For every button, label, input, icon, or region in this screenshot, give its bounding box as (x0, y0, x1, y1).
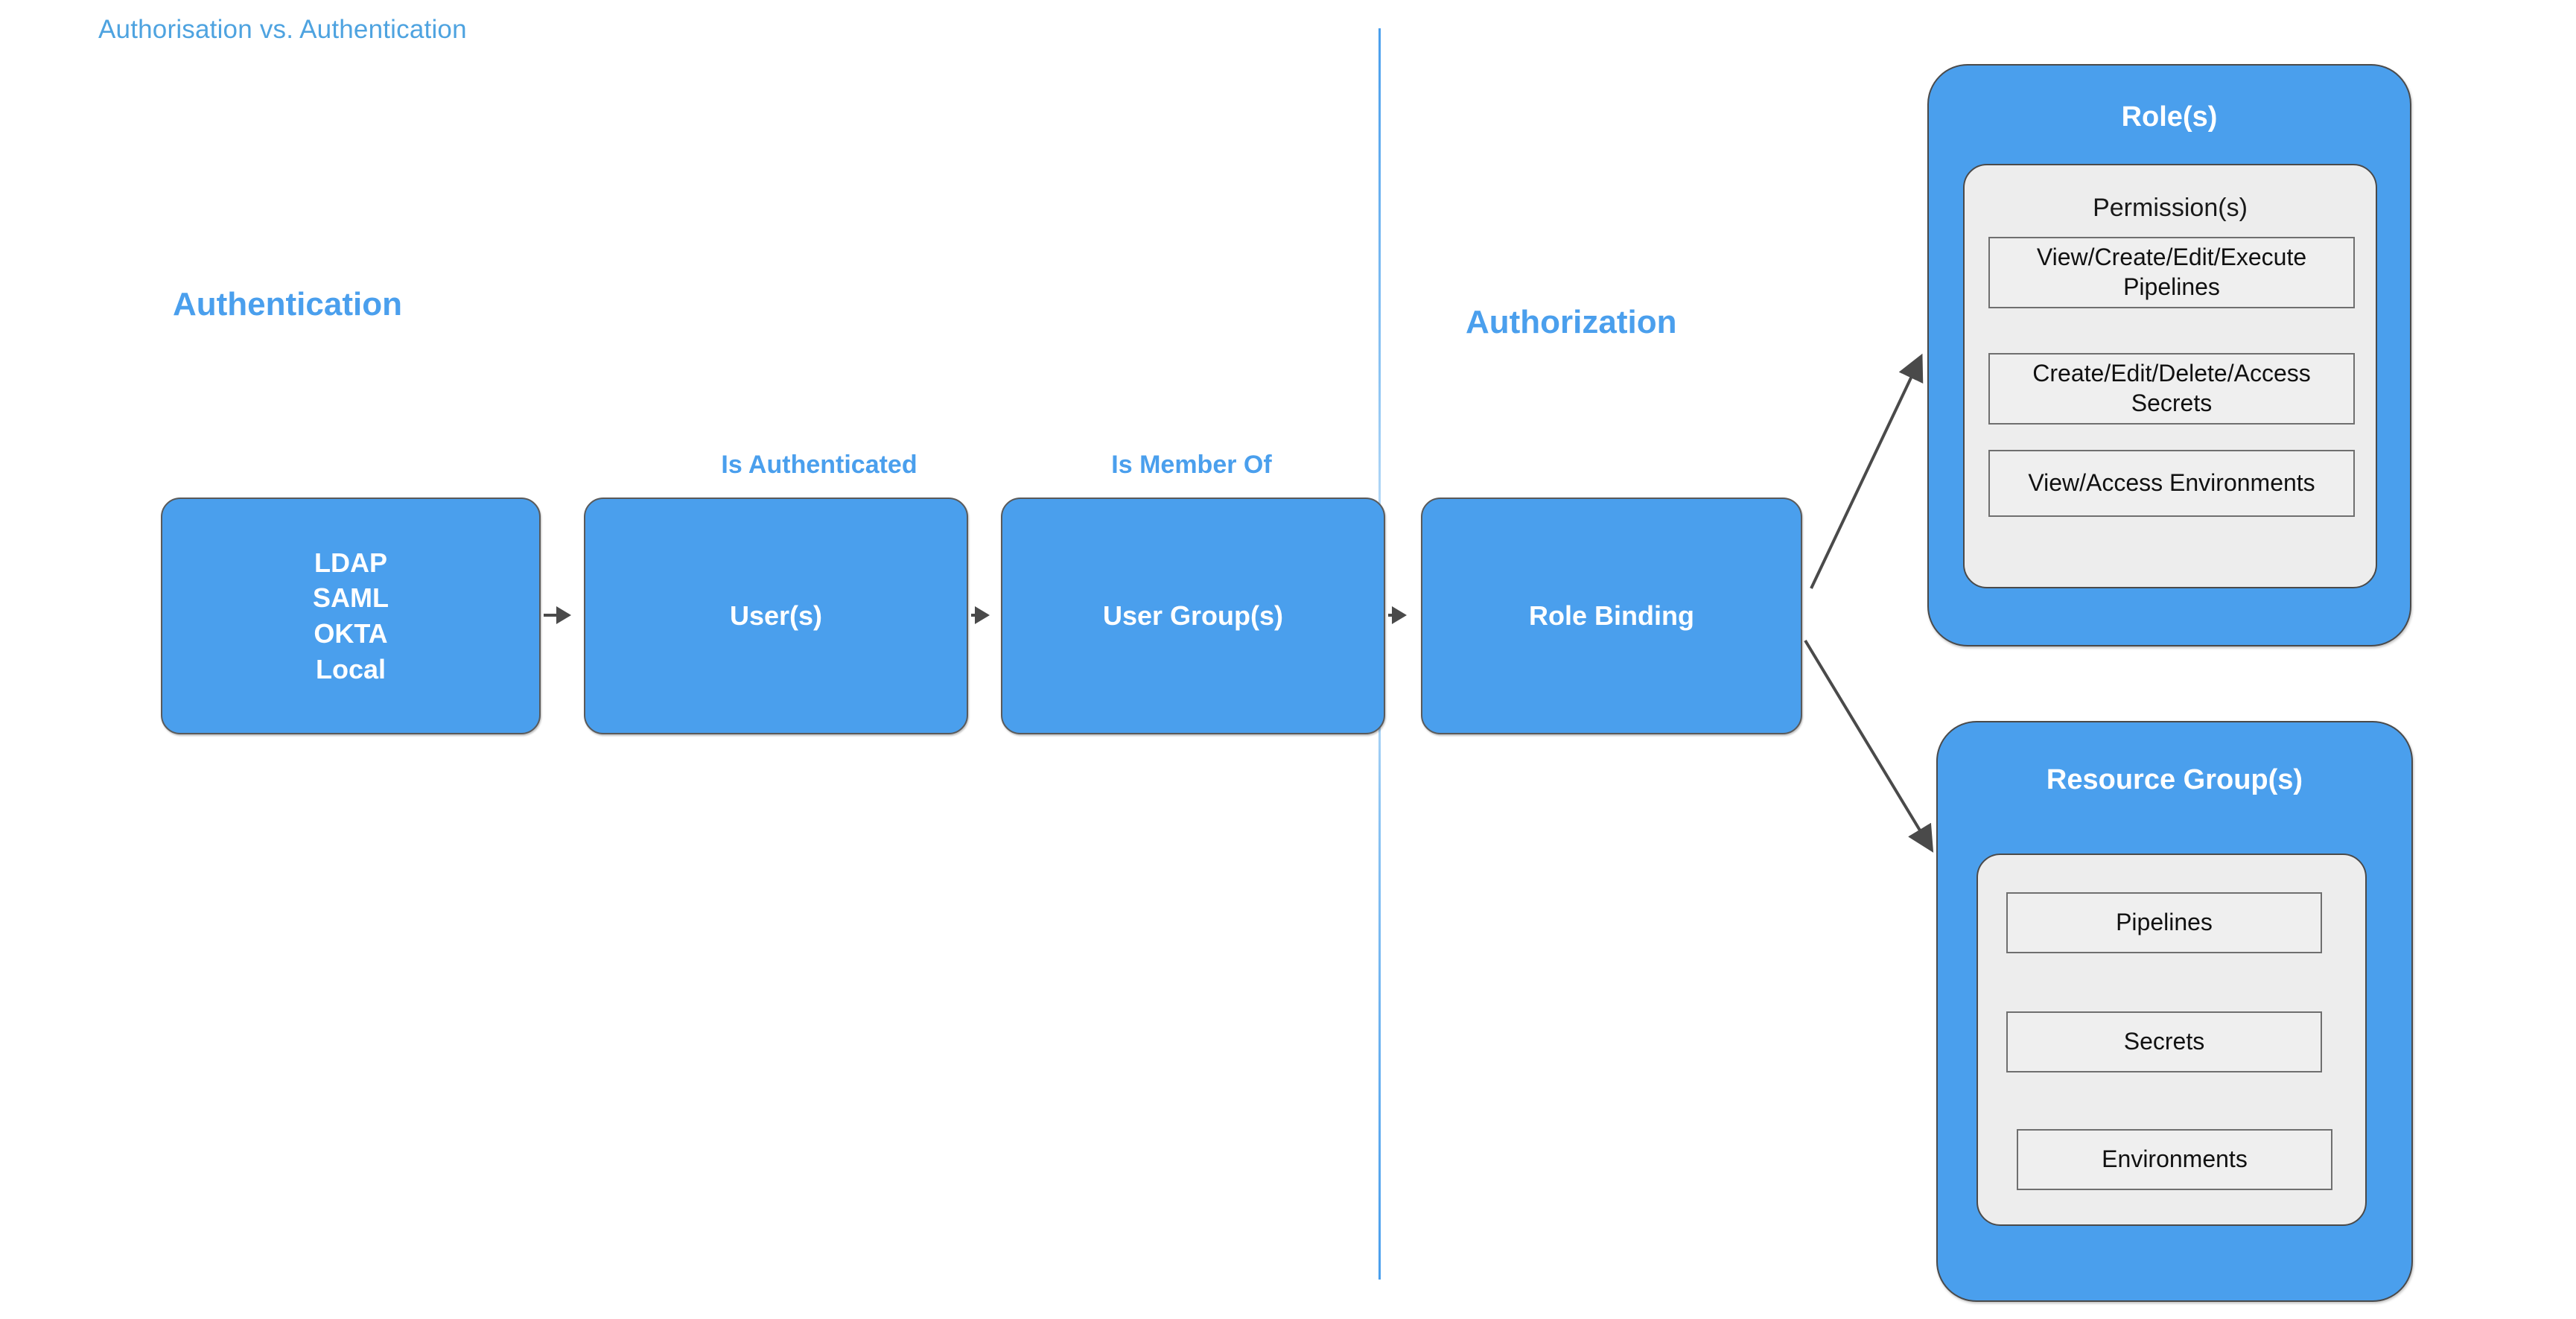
node-user-groups[interactable]: User Group(s) (1001, 498, 1385, 734)
edge-label-is-authenticated: Is Authenticated (721, 451, 917, 479)
identity-source-local: Local (315, 653, 387, 684)
permission-item[interactable]: View/Create/Edit/Execute Pipelines (1988, 237, 2355, 308)
resource-item[interactable]: Environments (2017, 1129, 2332, 1190)
resource-item[interactable]: Pipelines (2006, 892, 2322, 953)
node-users-label: User(s) (729, 600, 823, 631)
arrow-sources-to-users (544, 606, 571, 624)
page-title: Authorisation vs. Authentication (98, 15, 467, 44)
panel-resource-groups-title: Resource Group(s) (2046, 764, 2303, 795)
node-users[interactable]: User(s) (584, 498, 968, 734)
identity-sources-list: LDAP SAML OKTA Local (313, 545, 389, 687)
permissions-title: Permission(s) (2093, 194, 2248, 222)
node-identity-sources[interactable]: LDAP SAML OKTA Local (161, 498, 541, 734)
permission-item[interactable]: Create/Edit/Delete/Access Secrets (1988, 353, 2355, 425)
resource-items-container: Pipelines Secrets Environments (1976, 854, 2367, 1226)
node-user-groups-label: User Group(s) (1102, 600, 1284, 631)
authentication-heading: Authentication (173, 286, 402, 322)
permissions-container: Permission(s) View/Create/Edit/Execute P… (1963, 164, 2377, 588)
arrow-role-binding-to-resource-groups (1804, 639, 1934, 853)
arrow-user-groups-to-role-binding (1388, 606, 1407, 624)
panel-roles-title: Role(s) (2121, 101, 2218, 133)
authorization-heading: Authorization (1466, 304, 1677, 340)
panel-resource-groups[interactable]: Resource Group(s) Pipelines Secrets Envi… (1936, 721, 2413, 1302)
permission-item[interactable]: View/Access Environments (1988, 450, 2355, 517)
node-role-binding[interactable]: Role Binding (1421, 498, 1802, 734)
panel-roles[interactable]: Role(s) Permission(s) View/Create/Edit/E… (1927, 64, 2411, 646)
arrow-role-binding-to-roles (1810, 353, 1924, 589)
edge-label-is-member-of: Is Member Of (1111, 451, 1272, 479)
identity-source-ldap: LDAP (314, 547, 387, 578)
arrow-users-to-user-groups (971, 606, 990, 624)
resource-item[interactable]: Secrets (2006, 1011, 2322, 1072)
identity-source-saml: SAML (313, 582, 389, 614)
identity-source-okta: OKTA (314, 618, 388, 649)
node-role-binding-label: Role Binding (1529, 600, 1694, 631)
